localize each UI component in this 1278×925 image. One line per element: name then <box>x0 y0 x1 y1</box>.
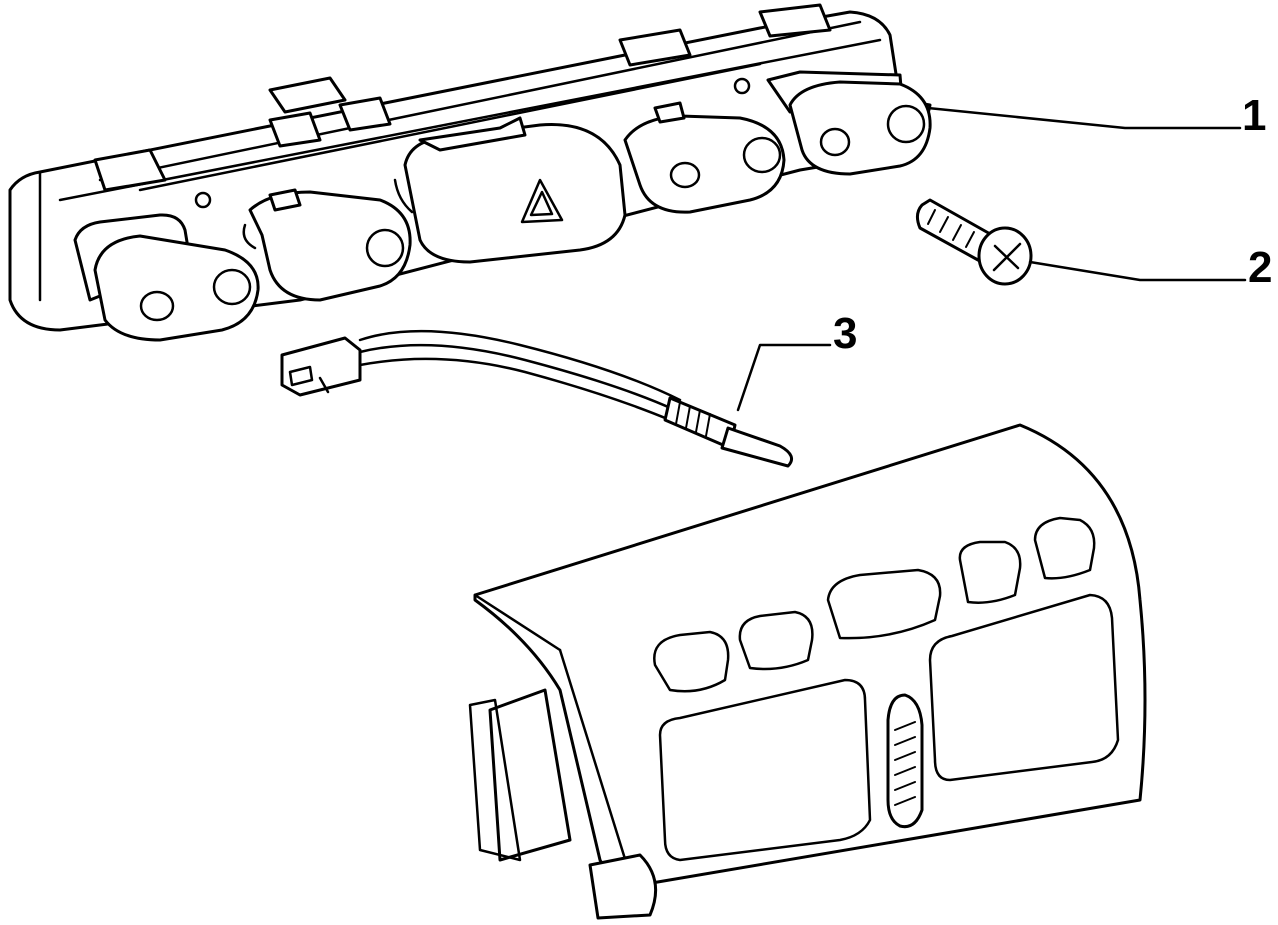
bezel-cover <box>468 423 1147 920</box>
leader-line-3 <box>736 343 832 412</box>
screw-part <box>915 198 1033 286</box>
switch-button-2 <box>242 188 412 302</box>
hazard-triangle-icon <box>520 178 564 224</box>
switch-button-1 <box>73 213 260 342</box>
leader-line-2 <box>1028 260 1247 282</box>
switch-button-4 <box>623 101 786 214</box>
callout-2: 2 <box>1248 243 1272 292</box>
phillips-cross-icon <box>992 242 1022 272</box>
harness-connector <box>280 336 362 397</box>
bulb <box>720 426 794 468</box>
leader-line-1 <box>926 106 1242 130</box>
switch-panel-part <box>8 3 932 342</box>
callout-1: 1 <box>1242 91 1266 140</box>
switch-button-5 <box>766 70 932 176</box>
hazard-button <box>393 116 627 264</box>
callout-3: 3 <box>833 309 857 358</box>
bulb-harness-part <box>280 329 794 468</box>
thumbwheel <box>886 693 924 829</box>
